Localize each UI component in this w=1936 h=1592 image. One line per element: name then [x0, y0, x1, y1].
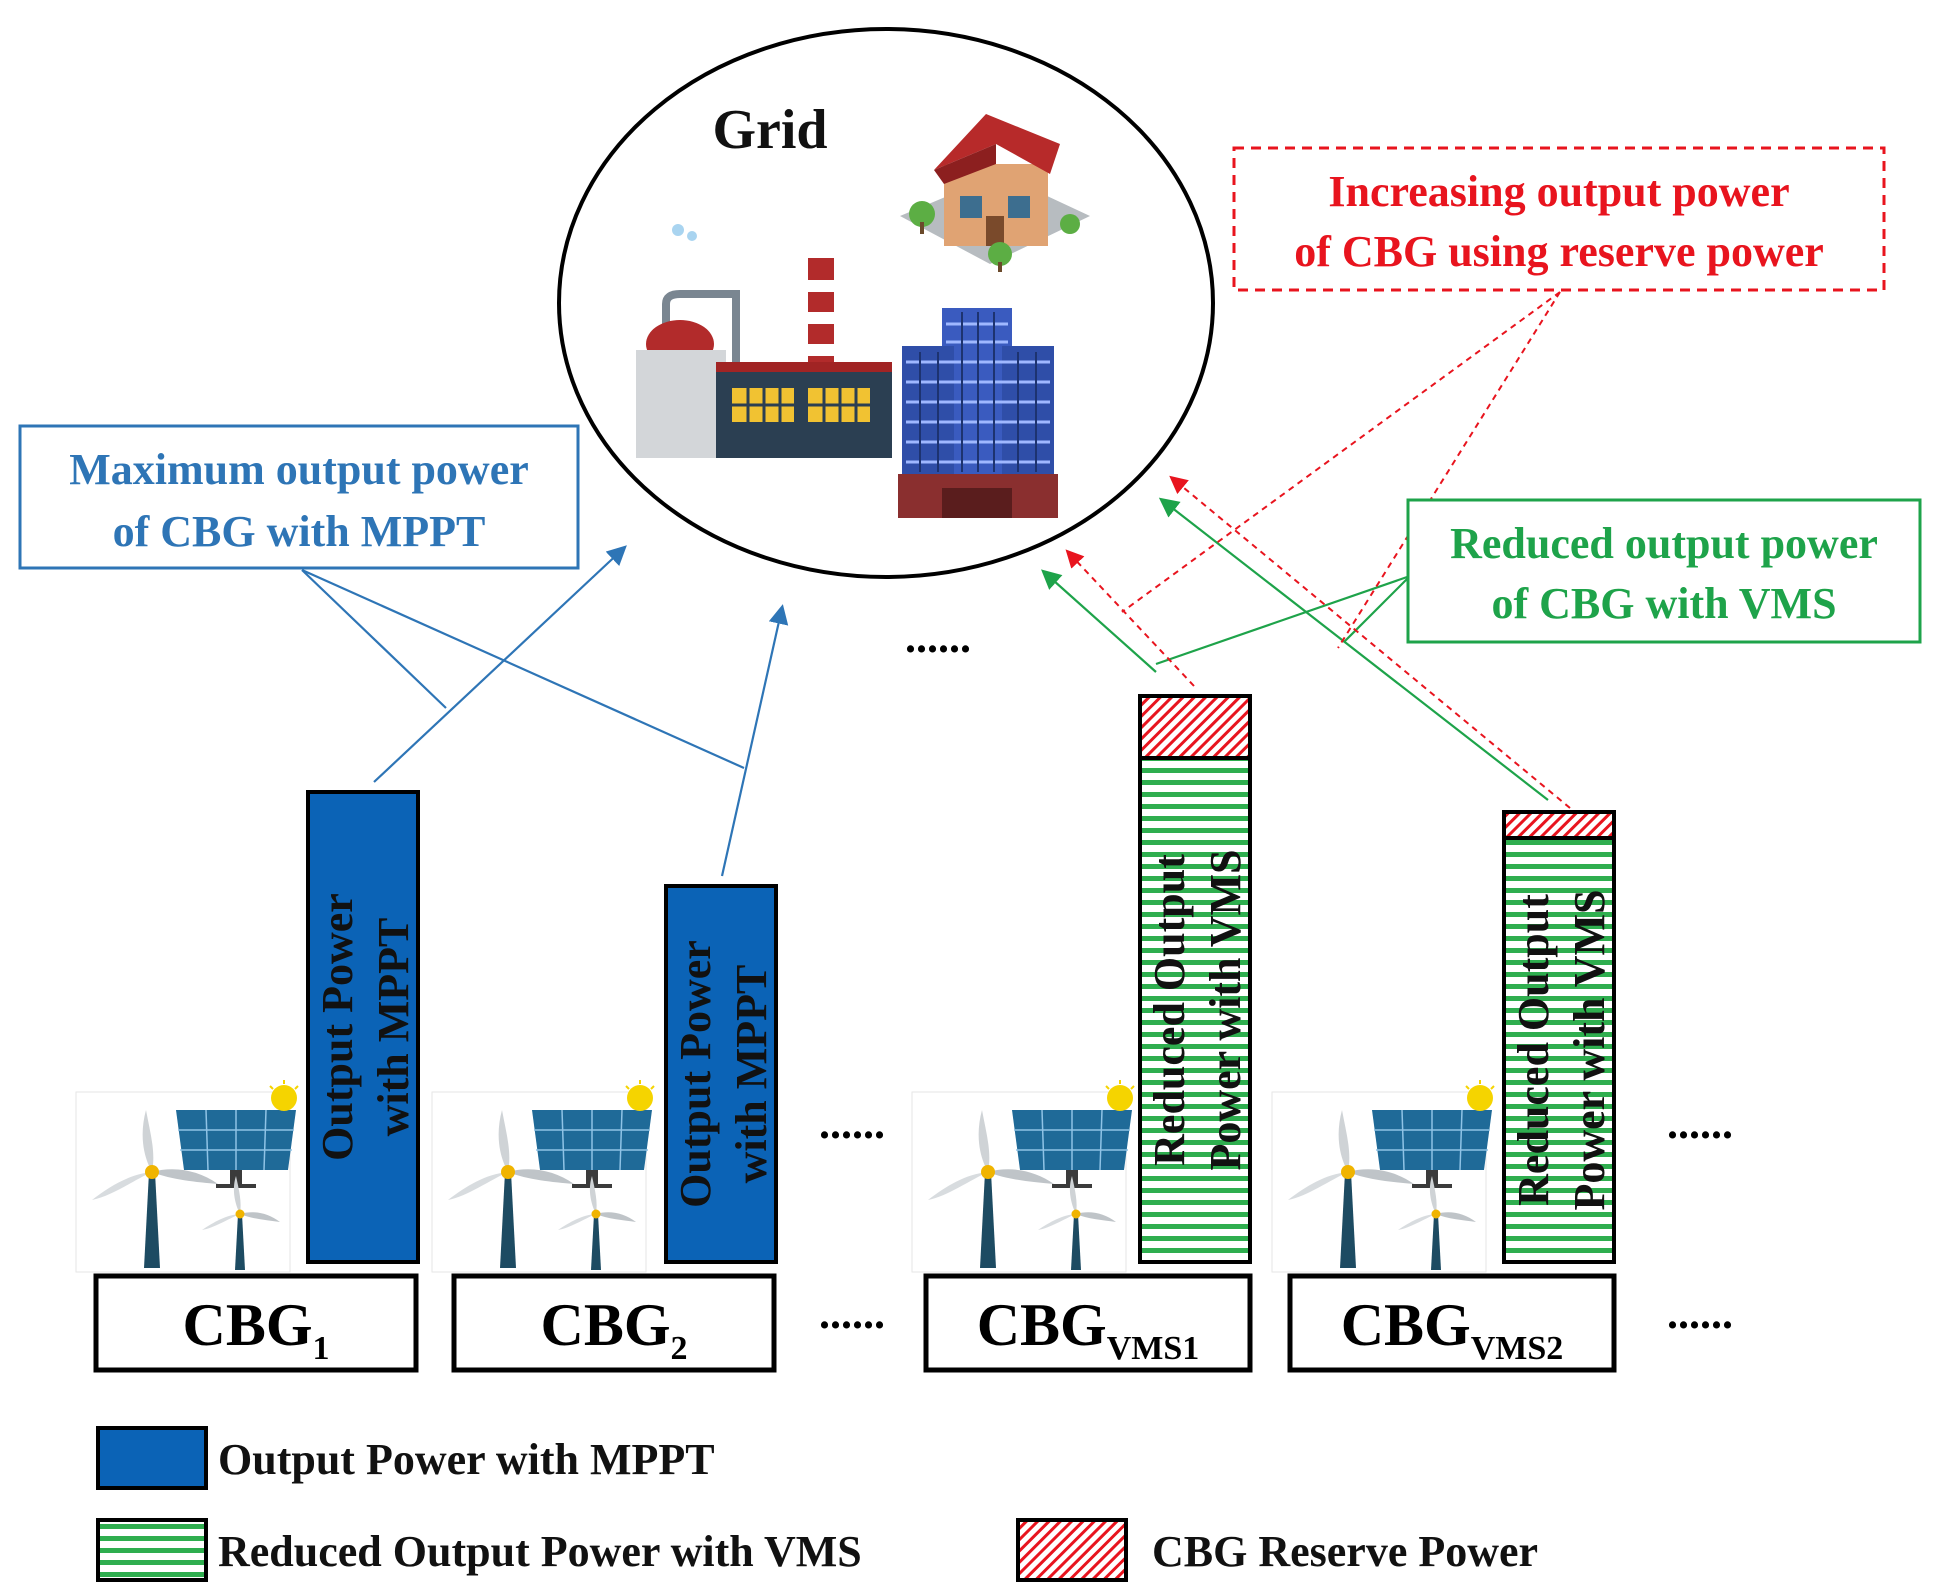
mppt-callout-box: [18, 424, 580, 570]
vms-arrow-1: [1041, 569, 1157, 673]
vms-callout-link-1: [1155, 574, 1411, 666]
mppt-callout-link-1: [301, 569, 447, 709]
cbg1-mppt-bar: Output Power with MPPT: [306, 790, 420, 1264]
legend-mppt-swatch: [96, 1426, 208, 1490]
vms-callout-box: [1406, 498, 1922, 644]
ellipsis-top: ......: [905, 613, 971, 662]
reserve-callout-line2: of CBG using reserve power: [1294, 227, 1824, 276]
mppt-callout-link-2: [301, 568, 745, 770]
cbgvms2-reserve-segment: [1502, 810, 1616, 840]
legend: Output Power with MPPT Reduced Output Po…: [96, 1426, 1538, 1582]
svg-text:CBG2: CBG2: [540, 1292, 687, 1367]
cbgvms2-label: CBGVMS2: [1287, 1273, 1617, 1373]
reserve-arrow-1: [1065, 549, 1195, 687]
cbg2-mppt-bar: Output Power with MPPT: [664, 884, 778, 1264]
cbgvms1-label: CBGVMS1: [923, 1273, 1253, 1373]
reserve-callout: Increasing output power of CBG using res…: [1232, 146, 1886, 292]
cbgvms1-plant-icon: [911, 1079, 1135, 1273]
cbg1-plant-icon: [75, 1079, 299, 1273]
grid-label: Grid: [712, 99, 827, 161]
cbg2-label-base: CBG: [540, 1292, 670, 1358]
svg-text:CBGVMS2: CBGVMS2: [1341, 1292, 1564, 1367]
cbg1-bar-label-1: Output Power: [313, 893, 362, 1161]
legend-mppt: Output Power with MPPT: [96, 1426, 715, 1490]
cbgvms2-bar-label-2: Power with VMS: [1565, 889, 1614, 1210]
cbgvms1-vms-bar: Reduced Output Power with VMS: [1138, 694, 1252, 1264]
mppt-callout-line1: Maximum output power: [69, 445, 529, 494]
cbg2-plant-icon: [431, 1079, 655, 1273]
reserve-callout-link-2: [1337, 291, 1561, 649]
cbg2-bar-label-1: Output Power: [671, 940, 720, 1208]
cbgvms2-vms-bar: Reduced Output Power with VMS: [1502, 810, 1616, 1264]
ellipsis-labels-right: ......: [1667, 1289, 1733, 1338]
ellipsis-labels-mid: ......: [819, 1289, 885, 1338]
grid-ellipse: [557, 27, 1215, 579]
reserve-connectors: [1065, 291, 1571, 809]
vms-arrow-2: [1158, 497, 1549, 801]
legend-vms-label: Reduced Output Power with VMS: [218, 1527, 862, 1576]
cbg2-label: CBG2: [451, 1273, 777, 1373]
cbgvms1-reserve-segment: [1138, 694, 1252, 760]
cbgvms1-reduced-segment: [1138, 756, 1252, 1264]
cbg1-label-base: CBG: [182, 1292, 312, 1358]
factory-icon: [636, 224, 892, 458]
vms-callout-line1: Reduced output power: [1450, 519, 1878, 568]
legend-mppt-label: Output Power with MPPT: [218, 1435, 715, 1484]
cbg1-bar-label-2: with MPPT: [369, 918, 418, 1137]
legend-vms-swatch: [96, 1518, 208, 1582]
mppt-connectors: [301, 545, 789, 877]
legend-vms: Reduced Output Power with VMS: [96, 1518, 862, 1582]
reserve-callout-link-1: [1121, 291, 1561, 613]
cbgvms2-label-sub: VMS2: [1471, 1330, 1564, 1367]
mppt-callout: Maximum output power of CBG with MPPT: [18, 424, 580, 570]
cbgvms2-bar-label-1: Reduced Output: [1509, 894, 1558, 1206]
cbg1-label-sub: 1: [313, 1330, 330, 1367]
cbgvms1-label-sub: VMS1: [1107, 1330, 1200, 1367]
reserve-callout-box: [1232, 146, 1886, 292]
mppt-callout-line2: of CBG with MPPT: [113, 507, 486, 556]
vms-callout: Reduced output power of CBG with VMS: [1406, 498, 1922, 644]
mppt-arrow-2: [720, 604, 789, 877]
cbg2-bar-label-2: with MPPT: [727, 965, 776, 1184]
svg-text:CBG1: CBG1: [182, 1292, 329, 1367]
vms-callout-line2: of CBG with VMS: [1491, 579, 1836, 628]
office-building-icon: [898, 308, 1058, 518]
legend-reserve-swatch: [1016, 1518, 1128, 1582]
cbgvms2-reduced-segment: [1502, 836, 1616, 1264]
ellipsis-bars-mid: ......: [819, 1099, 885, 1148]
legend-reserve-label: CBG Reserve Power: [1152, 1527, 1538, 1576]
mppt-arrow-1: [373, 545, 627, 783]
house-icon: [900, 114, 1090, 272]
reserve-callout-line1: Increasing output power: [1328, 167, 1789, 216]
cbgvms2-plant-icon: [1271, 1079, 1495, 1273]
grid-group: Grid: [557, 27, 1215, 579]
svg-text:CBGVMS1: CBGVMS1: [977, 1292, 1200, 1367]
cbgvms2-label-base: CBG: [1341, 1292, 1471, 1358]
cbgvms1-bar-label-1: Reduced Output: [1145, 854, 1194, 1166]
ellipsis-bars-right: ......: [1667, 1099, 1733, 1148]
reserve-arrow-2: [1169, 475, 1571, 809]
cbgvms1-label-base: CBG: [977, 1292, 1107, 1358]
legend-reserve: CBG Reserve Power: [1016, 1518, 1538, 1582]
cbgvms1-bar-label-2: Power with VMS: [1201, 849, 1250, 1170]
cbg1-label: CBG1: [93, 1273, 419, 1373]
cbg2-label-sub: 2: [671, 1330, 688, 1367]
